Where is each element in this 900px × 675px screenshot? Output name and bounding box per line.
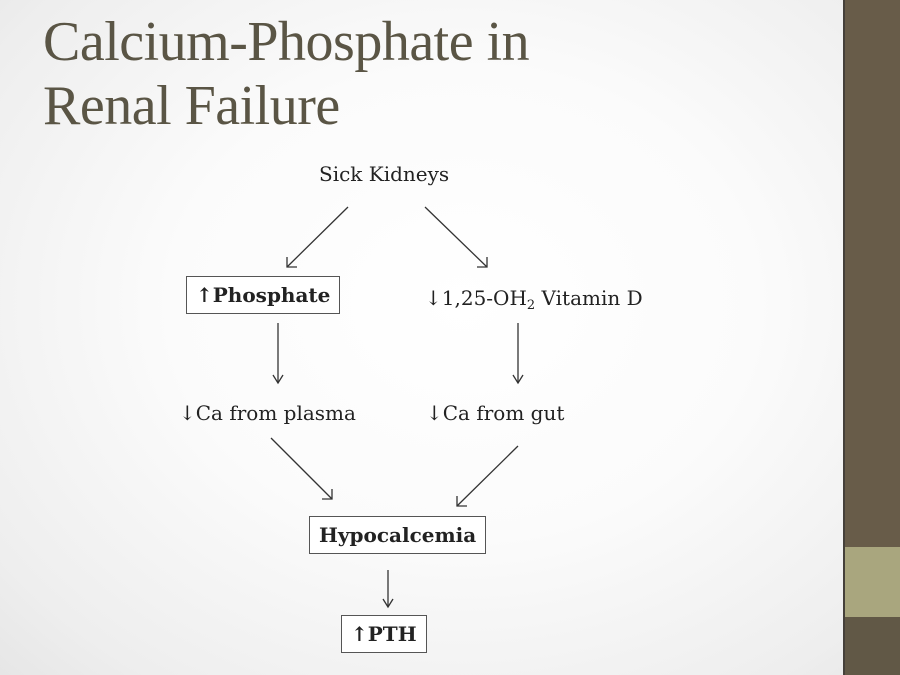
up-arrow-icon: ↑	[196, 283, 213, 307]
vitamin-d-suffix: Vitamin D	[535, 286, 643, 310]
node-sick-kidneys: Sick Kidneys	[319, 162, 450, 186]
node-ca-from-plasma: ↓Ca from plasma	[179, 401, 356, 425]
down-arrow-icon: ↓	[425, 286, 442, 310]
node-phosphate: ↑Phosphate	[186, 276, 341, 314]
phosphate-label: Phosphate	[212, 283, 331, 307]
vitamin-d-prefix: 1,25-OH	[441, 286, 527, 310]
arrow-ca-gut-to-hypocalcemia	[456, 445, 519, 507]
arrow-vitamin-d-to-ca-gut	[512, 323, 524, 385]
slide-title: Calcium-Phosphate in Renal Failure	[43, 10, 530, 138]
arrow-kidneys-to-phosphate	[286, 206, 349, 268]
arrow-ca-plasma-to-hypocalcemia	[270, 437, 333, 500]
slide: Calcium-Phosphate in Renal Failure	[0, 0, 843, 675]
arrow-kidneys-to-vitamin-d	[424, 206, 488, 268]
pth-label: PTH	[367, 622, 417, 646]
arrow-hypocalcemia-to-pth	[382, 570, 394, 609]
sidebar-bottom-block	[845, 617, 900, 675]
up-arrow-icon: ↑	[351, 622, 368, 646]
node-vitamin-d: ↓1,25-OH2 Vitamin D	[425, 286, 643, 318]
decorative-sidebar	[843, 0, 900, 675]
vitamin-d-subscript: 2	[526, 298, 536, 313]
arrow-phosphate-to-ca-plasma	[272, 323, 284, 385]
title-line-1: Calcium-Phosphate in	[43, 11, 530, 73]
node-pth: ↑PTH	[341, 615, 427, 653]
sidebar-accent-block	[845, 547, 900, 617]
node-hypocalcemia: Hypocalcemia	[309, 516, 487, 554]
node-ca-from-gut: ↓Ca from gut	[426, 401, 565, 425]
title-line-2: Renal Failure	[43, 75, 340, 137]
